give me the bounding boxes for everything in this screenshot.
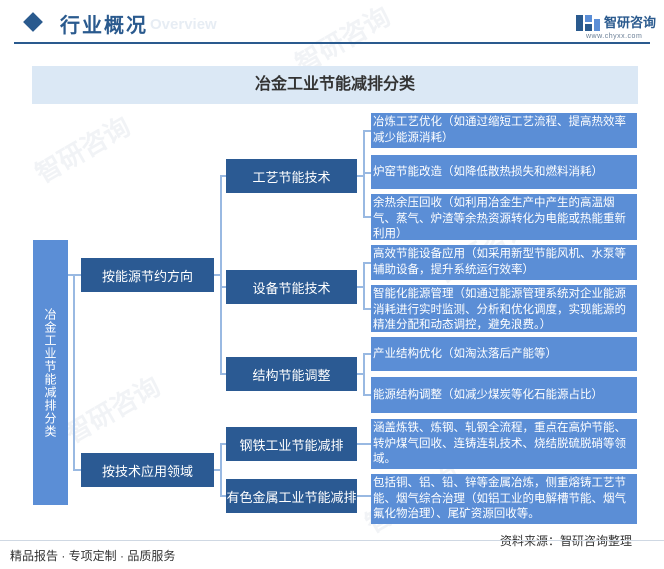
logo-icon bbox=[576, 15, 600, 31]
header-ghost-text: Overview bbox=[150, 16, 217, 33]
root-node: 冶金工业节能减排分类 bbox=[33, 240, 68, 505]
logo-url: www.chyxx.com bbox=[586, 33, 643, 40]
diagram-title: 冶金工业节能减排分类 bbox=[32, 66, 638, 104]
node-nonferrous-industry: 有色金属工业节能减排 bbox=[226, 479, 357, 513]
footer-divider bbox=[0, 540, 664, 541]
diamond-icon bbox=[23, 12, 43, 32]
node-steel-industry: 钢铁工业节能减排 bbox=[226, 427, 357, 461]
leaf-smelting-optimization: 冶炼工艺优化（如通过缩短工艺流程、提高热效率减少能源消耗） bbox=[371, 113, 637, 148]
leaf-industry-structure: 产业结构优化（如淘汰落后产能等） bbox=[371, 337, 637, 371]
page-title: 行业概况 bbox=[60, 15, 148, 37]
node-process-tech: 工艺节能技术 bbox=[226, 159, 357, 193]
node-structure-adjust: 结构节能调整 bbox=[226, 357, 357, 391]
leaf-furnace-retrofit: 炉窑节能改造（如降低散热损失和燃料消耗） bbox=[371, 155, 637, 189]
category-energy-direction: 按能源节约方向 bbox=[81, 258, 214, 292]
leaf-waste-heat-recovery: 余热余压回收（如利用冶金生产中产生的高温烟气、蒸气、炉渣等余热资源转化为电能或热… bbox=[371, 194, 637, 240]
header-divider bbox=[14, 42, 650, 44]
footer-tagline: 精品报告 · 专项定制 · 品质服务 bbox=[10, 549, 176, 563]
leaf-smart-energy-mgmt: 智能化能源管理（如通过能源管理系统对企业能源消耗进行实时监测、分析和优化调度，实… bbox=[371, 285, 637, 332]
leaf-steel-detail: 涵盖炼铁、炼钢、轧钢全流程，重点在高炉节能、转炉煤气回收、连铸连轧技术、烧结脱硫… bbox=[371, 419, 637, 469]
leaf-efficient-equipment: 高效节能设备应用（如采用新型节能风机、水泵等辅助设备，提升系统运行效率） bbox=[371, 245, 637, 280]
leaf-nonferrous-detail: 包括铜、铝、铅、锌等金属冶炼，侧重熔铸工艺节能、烟气综合治理（如铝工业的电解槽节… bbox=[371, 474, 637, 524]
source-note: 资料来源：智研咨询整理 bbox=[500, 534, 633, 548]
leaf-energy-structure: 能源结构调整（如减少煤炭等化石能源占比） bbox=[371, 377, 637, 413]
watermark: 智研咨询 bbox=[30, 110, 136, 189]
page-header: Overview 行业概况 智研咨询 www.chyxx.com bbox=[0, 0, 664, 44]
node-equipment-tech: 设备节能技术 bbox=[226, 270, 357, 304]
logo-name: 智研咨询 bbox=[604, 15, 657, 30]
category-application-field: 按技术应用领域 bbox=[81, 453, 214, 487]
